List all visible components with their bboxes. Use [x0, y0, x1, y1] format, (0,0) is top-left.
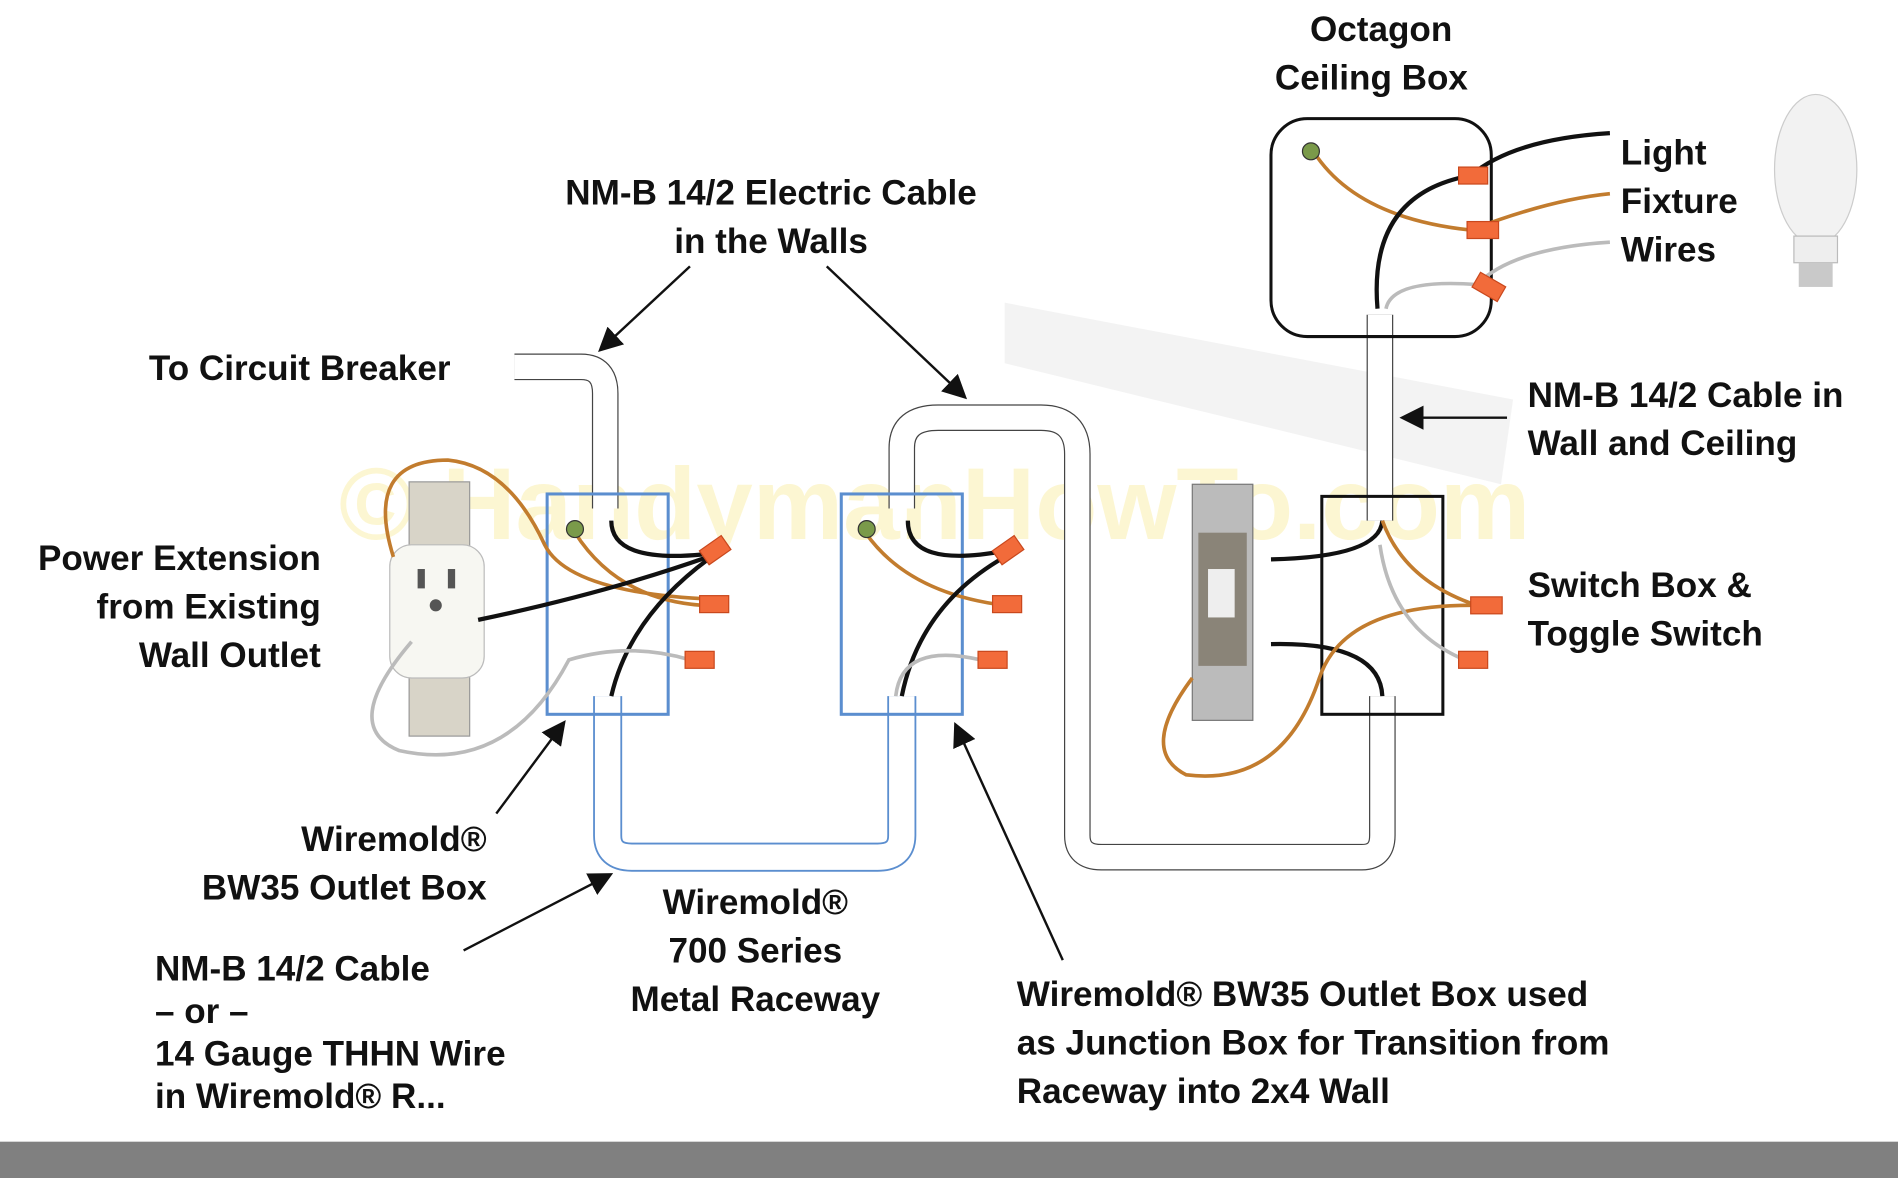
toggle-switch-icon: [1191, 483, 1254, 721]
nmb-cable-breaker: [514, 353, 619, 509]
label-switch-box: Switch Box &Toggle Switch: [1528, 566, 1763, 653]
nmb-cable-wall-loop: [888, 404, 1396, 871]
wires: [370, 131, 1611, 778]
junction-box: [839, 492, 964, 716]
label-circuit-breaker: To Circuit Breaker: [149, 349, 451, 388]
bottom-bar: [0, 1141, 1898, 1178]
ground-screws: [565, 142, 1321, 539]
wall-outlet-icon: [389, 481, 485, 737]
callout-arrows: [463, 265, 1508, 961]
raceway: [593, 696, 917, 872]
light-bulb-icon: [1773, 93, 1858, 287]
label-outlet-box: Wiremold®BW35 Outlet Box: [202, 820, 487, 907]
wire-nuts: [684, 166, 1507, 669]
watermark: © HandymanHowTo.com: [339, 447, 1530, 561]
